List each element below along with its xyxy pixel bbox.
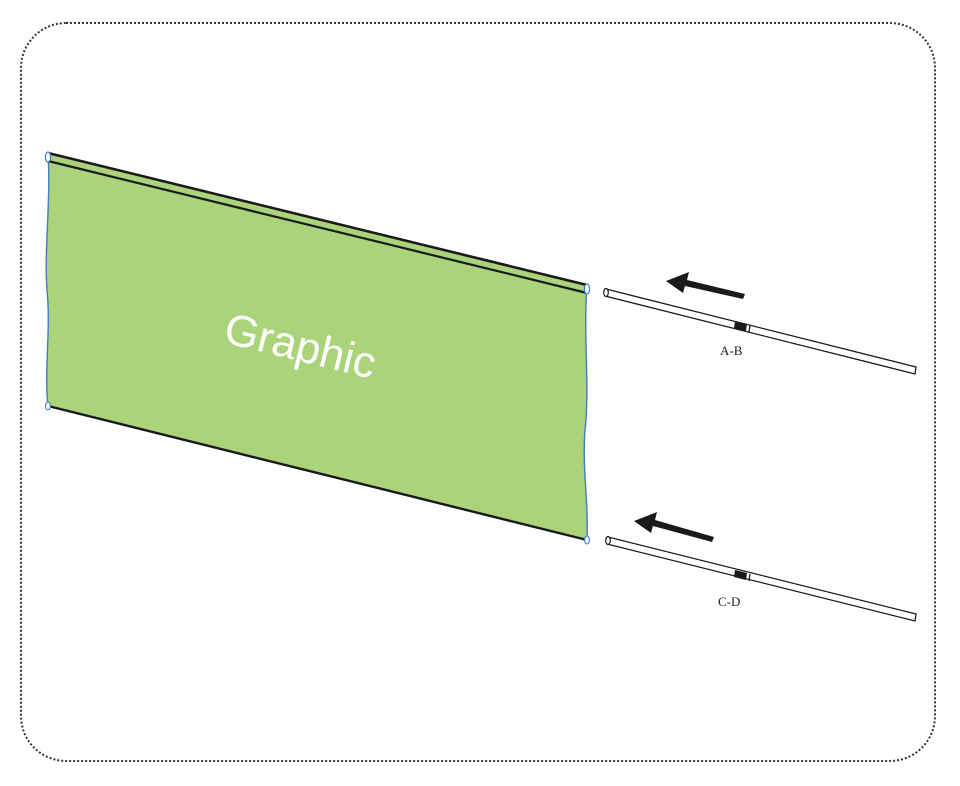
pole-c-d-tube	[606, 536, 917, 622]
pole-a-b-label: A-B	[720, 343, 743, 358]
pole-a-b: A-B	[603, 272, 917, 375]
graphic-banner: Graphic	[44, 151, 591, 545]
top-sleeve-left-cap	[44, 151, 52, 163]
pole-a-b-end-cap	[603, 287, 609, 298]
diagram-frame	[20, 22, 936, 762]
pole-a-b-tube	[604, 288, 917, 375]
top-sleeve-right-cap	[583, 283, 591, 295]
pole-c-d-connector	[734, 570, 747, 580]
arrow-icon-upper	[666, 272, 745, 299]
banner-bottom-edge	[47, 404, 588, 542]
bottom-edge-left-cap	[45, 401, 51, 411]
pole-c-d-connector-ring	[748, 573, 751, 582]
pole-c-d-label: C-D	[718, 594, 740, 609]
banner-left-edge	[45, 153, 50, 407]
pole-c-d: C-D	[605, 512, 917, 622]
banner-panel	[46, 154, 588, 540]
banner-top-sleeve-outer	[47, 151, 588, 287]
banner-right-edge	[583, 285, 589, 541]
arrow-icon-lower	[634, 512, 714, 542]
pole-a-b-connector-ring	[748, 324, 751, 333]
bottom-edge-right-cap	[584, 535, 590, 545]
pole-c-d-end-cap	[605, 535, 611, 546]
pole-a-b-connector	[734, 321, 747, 331]
banner-top-sleeve-inner	[47, 159, 588, 295]
